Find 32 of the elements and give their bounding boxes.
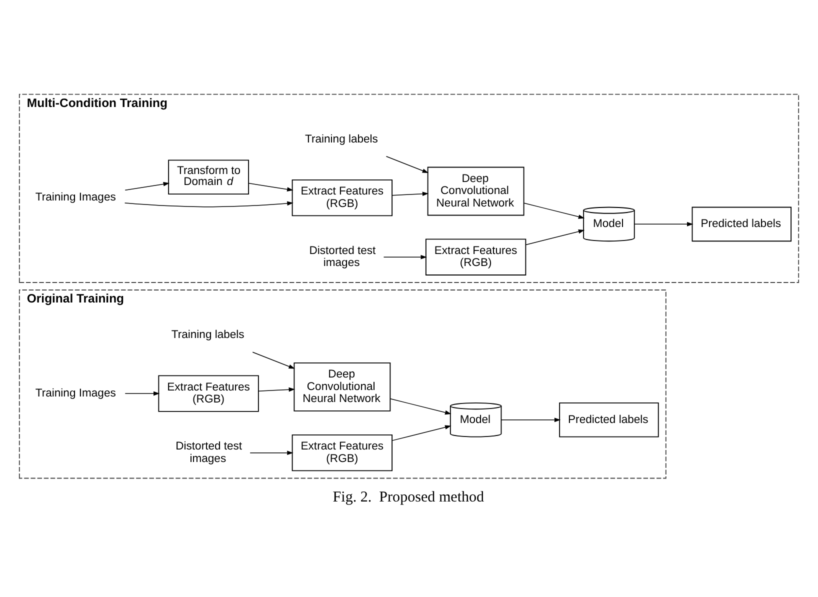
node-box: Extract Features (RGB) — [158, 375, 259, 412]
node-box: Deep Convolutional Neural Network — [294, 362, 391, 412]
node-box: Extract Features (RGB) — [425, 238, 526, 276]
arrow — [501, 418, 561, 422]
node-box: Extract Features (RGB) — [292, 179, 393, 216]
arrow — [390, 398, 452, 415]
node-text: Training Images — [35, 192, 116, 204]
node-box: Transform to Domain d — [168, 160, 250, 195]
arrow — [124, 182, 170, 191]
arrow — [524, 202, 585, 219]
node-text: Training labels — [171, 329, 244, 342]
caption: Fig. 2. Proposed method — [332, 490, 484, 506]
node-text: Training labels — [305, 133, 378, 146]
node-text: Distorted test images — [176, 440, 242, 465]
arrow — [386, 156, 429, 174]
arrow — [258, 387, 296, 392]
arrow — [248, 182, 294, 192]
arrow — [392, 425, 452, 441]
node-box: Deep Convolutional Neural Network — [427, 166, 524, 216]
node-text: Distorted test images — [309, 244, 376, 270]
arrow — [392, 192, 429, 196]
arrow — [383, 254, 427, 260]
arrow — [252, 352, 295, 369]
node-box: Predicted labels — [559, 402, 659, 438]
arrow — [124, 391, 160, 396]
arrow — [124, 201, 294, 208]
arrow — [526, 229, 585, 246]
node-box: Predicted labels — [692, 206, 792, 242]
node-box: Extract Features (RGB) — [292, 434, 393, 472]
arrow — [634, 222, 694, 226]
arrow — [250, 450, 294, 456]
node-text: Training Images — [35, 387, 116, 400]
